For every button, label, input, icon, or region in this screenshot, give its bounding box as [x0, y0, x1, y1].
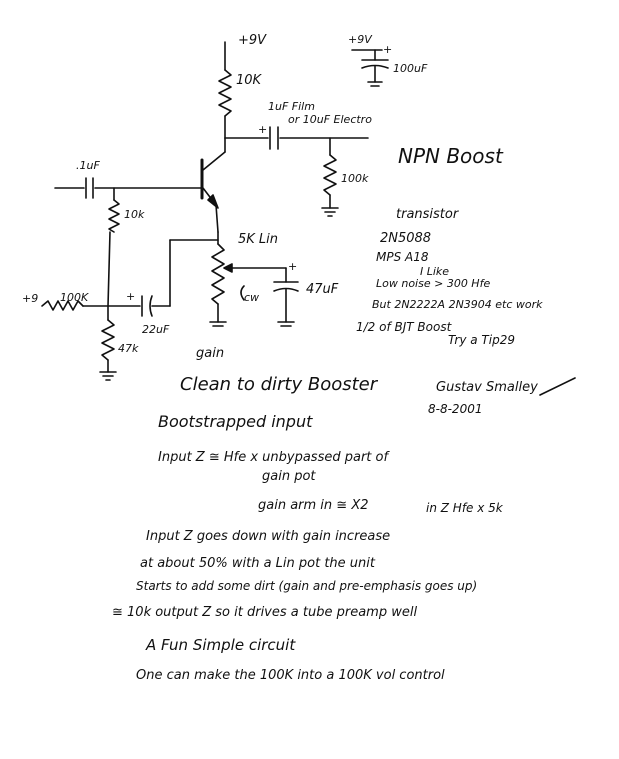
supply-cap-value: 100uF — [393, 62, 428, 75]
output-cap-label-line2: or 10uF Electro — [288, 113, 372, 126]
output-cap-polarity: + — [258, 123, 268, 136]
ground-resistor — [101, 319, 115, 361]
transistor-collector-leg — [202, 151, 226, 171]
bias-resistor — [108, 199, 120, 233]
supply-cap-polarity: + — [383, 43, 393, 56]
notes-line-10: One can make the 100K into a 100K vol co… — [136, 668, 445, 683]
pot-label: 5K Lin — [238, 232, 279, 247]
transistor-part-2: MPS A18 — [376, 250, 429, 264]
pot-wiper-arrow — [223, 263, 233, 273]
gain-pot — [211, 243, 225, 305]
bypass-cap-polarity: + — [288, 260, 298, 273]
bypass-cap-label: 47uF — [306, 282, 339, 297]
transistor-heading: transistor — [396, 207, 459, 222]
input-cap-label: .1uF — [76, 159, 100, 172]
cw-arrow — [240, 285, 245, 301]
output-resistor-label: 100k — [341, 172, 369, 185]
title: NPN Boost — [398, 144, 503, 168]
supply-label: +9V — [238, 33, 267, 48]
pot-direction-label: cw — [244, 291, 260, 304]
input-resistor — [41, 300, 84, 311]
notes-author: Gustav Smalley — [436, 380, 538, 395]
bootstrap-cap-polarity: + — [126, 290, 136, 303]
notes-date: 8-8-2001 — [428, 402, 483, 416]
notes-line-5: Input Z goes down with gain increase — [146, 529, 391, 544]
notes-line-4a: gain arm in ≅ X2 — [258, 498, 369, 513]
notes-line-3: gain pot — [262, 469, 316, 484]
bias-resistor-label: 10k — [124, 208, 145, 221]
notes-line-8: ≅ 10k output Z so it drives a tube pream… — [112, 605, 418, 620]
date-underline — [539, 377, 576, 396]
notes-line-9: A Fun Simple circuit — [146, 636, 296, 654]
transistor-but: But 2N2222A 2N3904 etc work — [372, 298, 543, 311]
collector-resistor — [218, 69, 232, 117]
bias-to-junction-wire — [107, 231, 111, 307]
transistor-half: 1/2 of BJT Boost — [356, 320, 452, 334]
ground-resistor-label: 47k — [118, 342, 139, 355]
notes-line-6: at about 50% with a Lin pot the unit — [140, 556, 375, 571]
transistor-i-like: I Like — [420, 265, 450, 278]
gain-label: gain — [196, 346, 225, 361]
notes-line-1: Bootstrapped input — [158, 412, 313, 431]
input-resistor-label: 100K — [60, 291, 89, 304]
notes-title: Clean to dirty Booster — [180, 374, 378, 395]
emitter-wire — [215, 204, 219, 233]
bootstrap-cap-label: 22uF — [142, 323, 170, 336]
supply-cap-label-top: +9V — [348, 33, 372, 46]
transistor-try: Try a Tip29 — [448, 333, 515, 347]
output-cap-label-line1: 1uF Film — [268, 100, 315, 113]
input-marker: +9 — [22, 292, 39, 305]
output-load-resistor — [323, 154, 337, 196]
transistor-low-noise: Low noise > 300 Hfe — [376, 277, 491, 290]
transistor-part-1: 2N5088 — [380, 231, 432, 246]
collector-resistor-label: 10K — [236, 73, 262, 88]
notes-line-2: Input Z ≅ Hfe x unbypassed part of — [158, 450, 389, 465]
bootstrap-cap-plate-right — [149, 295, 153, 317]
notes-line-4b: in Z Hfe x 5k — [426, 501, 503, 515]
notes-line-7: Starts to add some dirt (gain and pre-em… — [136, 579, 478, 593]
